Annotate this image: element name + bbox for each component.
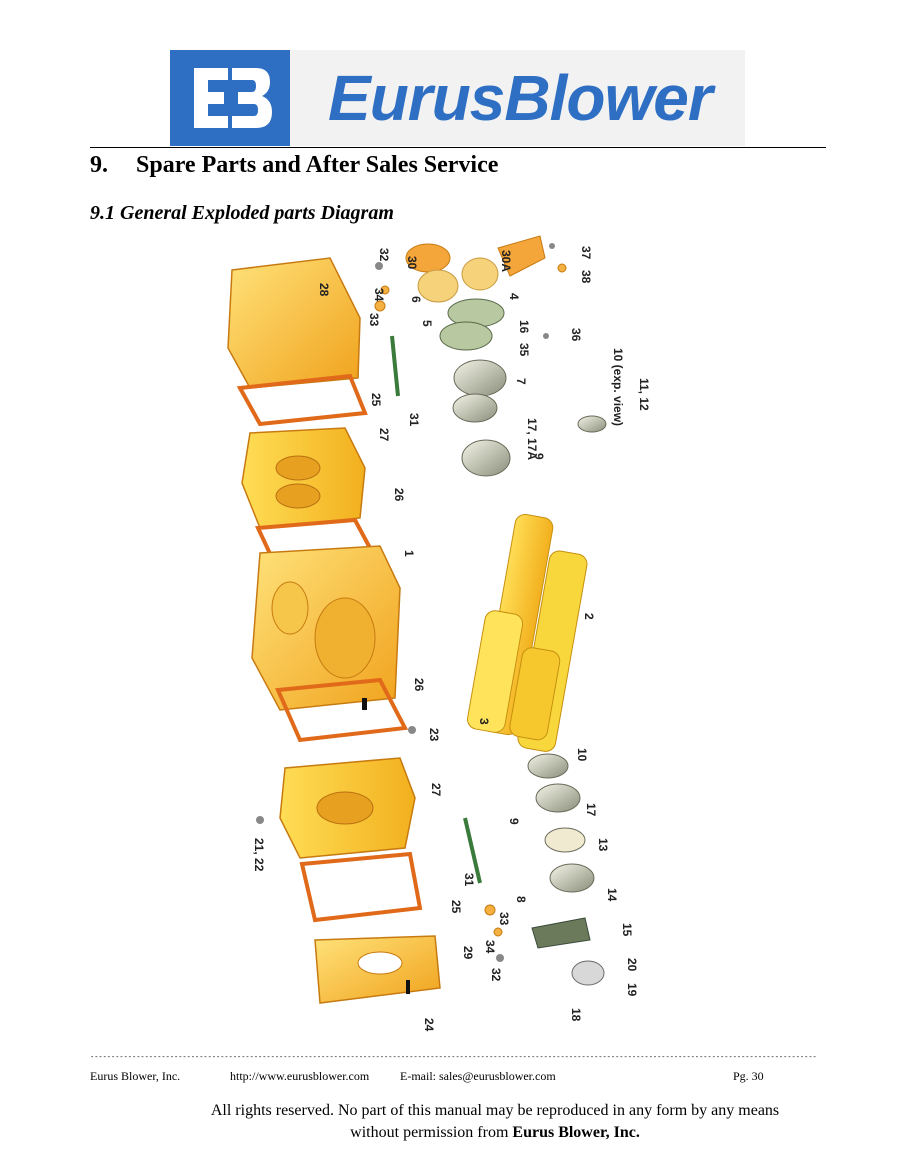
part-callout-35: 35	[517, 343, 531, 357]
subsection-heading: 9.1 General Exploded parts Diagram	[90, 202, 394, 224]
part-gasket-25	[236, 373, 368, 427]
part-callout-14: 14	[605, 888, 619, 902]
part-cover-28	[227, 257, 361, 389]
part-callout-27: 27	[377, 428, 391, 442]
rights-line-2-prefix: without permission from	[350, 1124, 513, 1141]
part-callout-32: 32	[489, 968, 503, 982]
part-callout-37: 37	[579, 246, 593, 260]
part-rod-31	[390, 335, 400, 397]
part-callout-34: 34	[483, 940, 497, 954]
rights-line-2: without permission from Eurus Blower, In…	[90, 1122, 900, 1144]
part-callout-3: 3	[477, 718, 491, 725]
part-callout-17-17a: 17, 17A	[525, 418, 539, 460]
part-callout-31: 31	[407, 413, 421, 427]
part-callout-19: 19	[625, 983, 639, 997]
part-callout-30: 30	[405, 256, 419, 270]
part-cover-30A	[497, 235, 546, 277]
part-callout-32: 32	[377, 248, 391, 262]
logo-word-blower: Blower	[504, 62, 712, 134]
section-number: 9.	[90, 152, 108, 178]
part-rod-31b	[463, 817, 482, 884]
section-title: Spare Parts and After Sales Service	[136, 152, 499, 178]
part-callout-9: 9	[532, 453, 546, 460]
part-callout-6: 6	[409, 296, 423, 303]
part-callout-10: 10	[575, 748, 589, 762]
part-callout-30a: 30A	[499, 250, 513, 272]
part-callout-26: 26	[392, 488, 406, 502]
part-callout-11-12: 11, 12	[637, 378, 651, 411]
section-heading: 9. Spare Parts and After Sales Service	[90, 150, 498, 180]
logo-word-eurus: Eurus	[328, 62, 505, 134]
footer-page-number: Pg. 30	[733, 1069, 764, 1083]
part-callout-18: 18	[569, 1008, 583, 1022]
logo-wordmark: EurusBlower	[328, 60, 713, 136]
part-callout-16: 16	[517, 320, 531, 334]
part-callout-25: 25	[449, 900, 463, 914]
footer-url[interactable]: http://www.eurusblower.com	[230, 1069, 370, 1083]
part-gasket-25b	[299, 851, 423, 923]
part-callout-33: 33	[497, 912, 511, 926]
part-callout-29: 29	[461, 946, 475, 960]
part-callout-21-22: 21, 22	[252, 838, 266, 872]
part-callout-5: 5	[420, 320, 434, 327]
eurus-blower-logo: EurusBlower	[170, 50, 745, 146]
part-callout-33: 33	[367, 313, 381, 327]
rights-line-1: All rights reserved. No part of this man…	[210, 1102, 780, 1119]
part-callout-28: 28	[317, 283, 331, 297]
part-callout-27: 27	[429, 783, 443, 797]
logo-mark	[170, 50, 290, 146]
part-callout-24: 24	[422, 1018, 436, 1032]
rights-notice: All rights reserved. No part of this man…	[90, 1100, 900, 1144]
rights-company-name: Eurus Blower, Inc.	[512, 1124, 640, 1141]
part-callout-17: 17	[584, 803, 598, 817]
part-gasket-26b	[275, 677, 409, 743]
part-callout-7: 7	[514, 378, 528, 385]
part-callout-1: 1	[402, 550, 416, 557]
part-callout-20: 20	[625, 958, 639, 972]
part-callout-13: 13	[596, 838, 610, 852]
footer-dash-line: ----------------------------------------…	[90, 1054, 816, 1062]
footer-email[interactable]: E-mail: sales@eurusblower.com	[400, 1069, 556, 1083]
part-rotors	[467, 514, 588, 752]
part-callout-8: 8	[514, 896, 528, 903]
part-callout-25: 25	[369, 393, 383, 407]
part-callout-15: 15	[620, 923, 634, 937]
part-callout-38: 38	[579, 270, 593, 284]
part-callout-10-exp-view-: 10 (exp. view)	[611, 348, 625, 426]
part-callout-26: 26	[412, 678, 426, 692]
part-callout-2: 2	[582, 613, 596, 620]
footer-company: Eurus Blower, Inc.	[90, 1069, 181, 1083]
part-callout-36: 36	[569, 328, 583, 342]
part-callout-4: 4	[507, 293, 521, 300]
part-callout-23: 23	[427, 728, 441, 742]
part-plate-15	[531, 917, 591, 949]
part-callout-9: 9	[507, 818, 521, 825]
header-rule	[90, 147, 826, 148]
part-callout-31: 31	[462, 873, 476, 887]
part-callout-34: 34	[372, 288, 386, 302]
